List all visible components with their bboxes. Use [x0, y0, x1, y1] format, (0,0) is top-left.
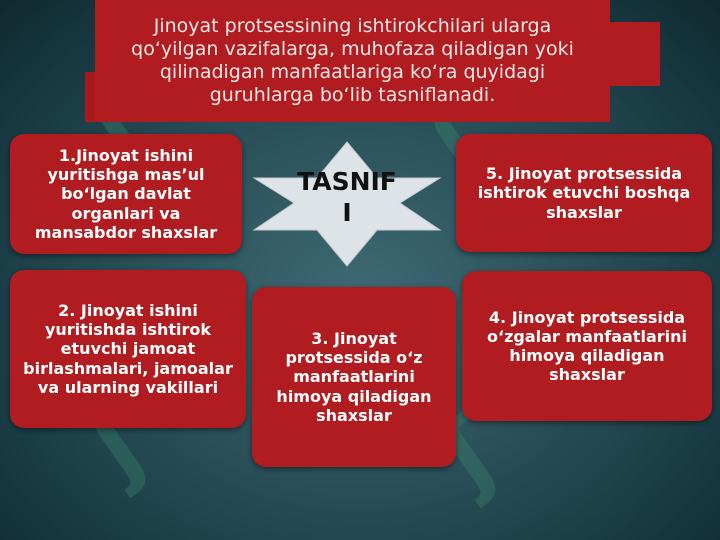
- category-box-1-text: 1.Jinoyat ishini yuritishga mas’ul bo‘lg…: [34, 146, 218, 242]
- category-box-4-text: 4. Jinoyat protsessida o‘zgalar manfaatl…: [487, 307, 687, 385]
- center-star: TASNIF I: [252, 138, 442, 268]
- center-label-line2: I: [342, 198, 352, 228]
- category-box-3: 3. Jinoyat protsessida o‘z manfaatlarini…: [252, 287, 456, 467]
- category-box-2-text: 2. Jinoyat ishini yuritishda ishtirok et…: [23, 301, 233, 397]
- star-shape: [252, 141, 442, 267]
- category-box-4: 4. Jinoyat protsessida o‘zgalar manfaatl…: [462, 271, 712, 421]
- category-box-1: 1.Jinoyat ishini yuritishga mas’ul bo‘lg…: [10, 134, 242, 254]
- category-box-5-text: 5. Jinoyat protsessida ishtirok etuvchi …: [477, 164, 691, 222]
- title-decor-right: [610, 22, 660, 86]
- center-label: TASNIF I: [252, 166, 442, 229]
- category-box-2: 2. Jinoyat ishini yuritishda ishtirok et…: [10, 270, 246, 428]
- category-box-5: 5. Jinoyat protsessida ishtirok etuvchi …: [456, 134, 712, 252]
- category-box-3-text: 3. Jinoyat protsessida o‘z manfaatlarini…: [276, 329, 432, 425]
- center-label-line1: TASNIF: [297, 167, 397, 196]
- title-box: Jinoyat protsessining ishtirokchilari ul…: [95, 0, 610, 122]
- title-text: Jinoyat protsessining ishtirokchilari ul…: [131, 15, 574, 106]
